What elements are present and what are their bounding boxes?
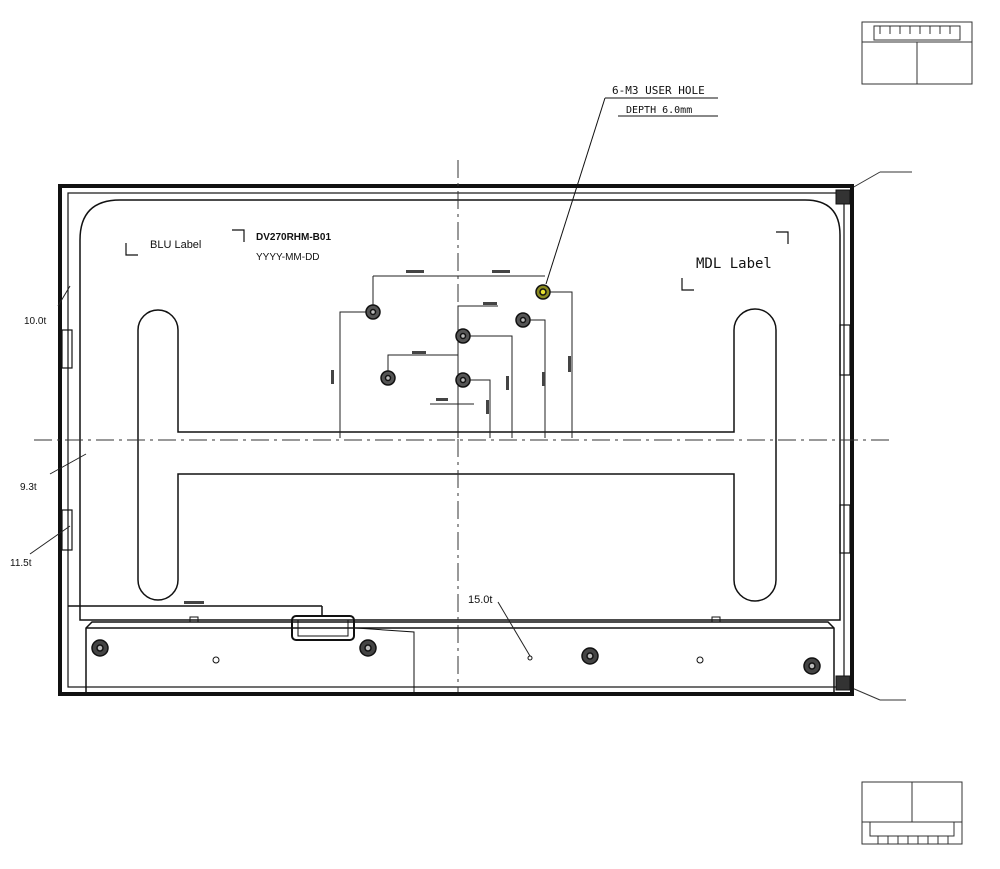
thickness-label-top-left: 10.0t bbox=[24, 316, 46, 327]
hole-callout-leader bbox=[545, 97, 718, 285]
mdl-label-text: MDL Label bbox=[696, 256, 772, 272]
side-tabs bbox=[61, 324, 851, 554]
connector-detail-bottom bbox=[861, 781, 963, 845]
thickness-leaders bbox=[29, 285, 531, 657]
mdl-label-marker bbox=[681, 231, 789, 291]
thickness-label-low-left: 11.5t bbox=[10, 558, 32, 569]
user-hole bbox=[515, 312, 531, 328]
date-code-text: YYYY-MM-DD bbox=[256, 252, 320, 263]
blu-label-marker bbox=[125, 229, 245, 256]
user-hole bbox=[455, 328, 471, 344]
hole-callout-depth: DEPTH 6.0mm bbox=[626, 105, 692, 116]
hole-callout-title: 6-M3 USER HOLE bbox=[612, 84, 705, 97]
pcb-screws bbox=[91, 639, 821, 675]
model-code-text: DV270RHM-B01 bbox=[256, 232, 331, 243]
corner-callout-top-right bbox=[851, 171, 912, 189]
thickness-label-mid-left: 9.3t bbox=[20, 482, 37, 493]
connector-detail-top bbox=[861, 21, 973, 85]
user-hole bbox=[455, 372, 471, 388]
thickness-label-bottom: 15.0t bbox=[468, 594, 492, 606]
corner-callout-bottom-right bbox=[851, 687, 906, 701]
user-hole-highlighted bbox=[535, 284, 551, 300]
back-cover-panel bbox=[79, 199, 841, 621]
blu-label-text: BLU Label bbox=[150, 239, 201, 251]
user-hole bbox=[365, 304, 381, 320]
user-holes bbox=[365, 284, 551, 388]
h-shaped-stamping bbox=[137, 308, 777, 602]
hole-dimension-lines bbox=[339, 275, 573, 438]
dimension-value-marks bbox=[331, 270, 571, 414]
pcb-board bbox=[68, 601, 835, 692]
user-hole bbox=[380, 370, 396, 386]
